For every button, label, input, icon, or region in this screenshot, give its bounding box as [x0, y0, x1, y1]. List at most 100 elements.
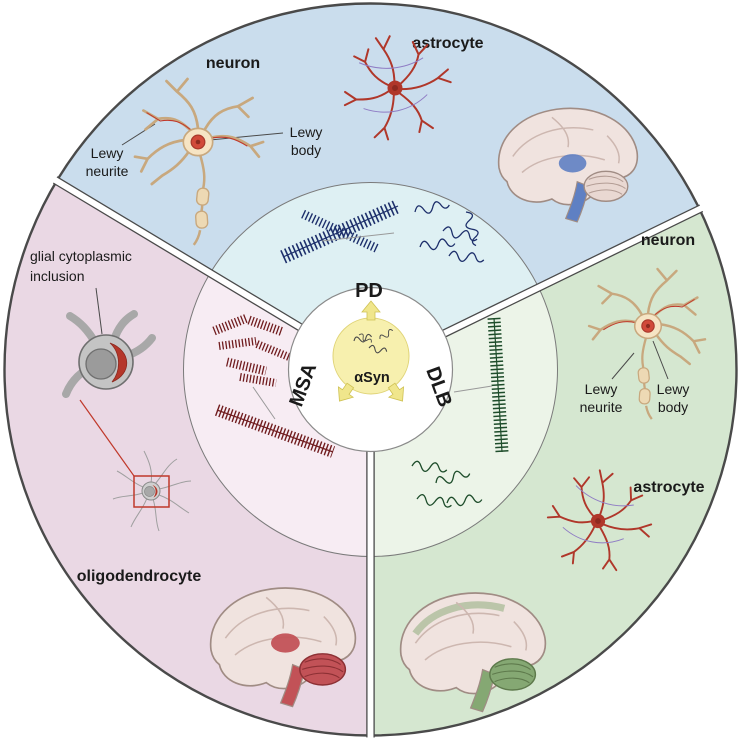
msa-oligodendrocyte-label: oligodendrocyte	[77, 568, 202, 585]
dlb-astrocyte-illustration	[546, 469, 653, 572]
gyrus-line	[424, 641, 512, 661]
fine-process	[358, 57, 424, 69]
astrocyte-branch	[353, 48, 391, 87]
asyn-monomer-squiggle	[465, 211, 479, 247]
glial-nucleus	[144, 486, 155, 497]
dlb-lewy-body-pointer-line	[652, 340, 669, 380]
brain-cortex-band-highlight	[412, 601, 506, 636]
gyrus-line	[521, 154, 606, 174]
msa-fibril-pointer-line	[252, 386, 276, 420]
arrow-to-dlb	[387, 382, 405, 402]
asyn-monomer-squiggle	[368, 344, 388, 354]
pd-astrocyte-label: astrocyte	[412, 35, 483, 52]
astrocyte-branch	[343, 89, 391, 107]
asyn-label: αSyn	[354, 370, 390, 386]
fine-process	[363, 94, 428, 113]
hub-asyn-monomers	[353, 329, 394, 354]
dlb-astrocyte-label: astrocyte	[633, 479, 704, 496]
fine-process	[575, 485, 634, 507]
glial-process	[158, 494, 190, 514]
divider-edge	[424, 202, 704, 340]
glial-process	[112, 492, 144, 500]
astrocyte-fine-processes	[562, 485, 634, 544]
astrocyte-branch	[573, 476, 596, 518]
pd-neuron-illustration	[133, 77, 265, 246]
asyn-monomer-squiggle	[411, 460, 448, 473]
msa-brain-illustration	[209, 587, 357, 708]
pd-brain-illustration	[497, 107, 639, 223]
dendrite	[202, 96, 254, 132]
gyrus-line	[512, 127, 594, 157]
divider-edge	[49, 180, 316, 342]
glial-process	[116, 470, 144, 488]
dlb-lewy-neurite-label-1: Lewy	[585, 381, 618, 397]
astrocyte-branch	[398, 92, 434, 134]
astrocyte-branch	[397, 41, 429, 87]
gyrus-line	[551, 116, 570, 148]
cerebellum-folia	[586, 175, 626, 195]
astrocyte-branch	[546, 505, 593, 524]
zoom-box	[133, 475, 170, 508]
pd-lewy-body-label-1: Lewy	[290, 124, 323, 140]
glial-inclusion-mini	[152, 485, 158, 498]
msa-gci-label-1: glial cytoplasmic	[30, 248, 132, 264]
divider-edge	[427, 209, 707, 347]
pd-lewy-neurite-label-2: neurite	[86, 163, 129, 179]
brain-cerebellum	[299, 653, 347, 686]
lewy-body-core	[195, 139, 201, 145]
asyn-monomer-squiggle	[442, 226, 478, 242]
myelin-segment	[638, 388, 651, 405]
cerebellum-shape	[583, 170, 629, 202]
dlb-lewy-body-label-1: Lewy	[657, 381, 690, 397]
msa-gci-label-2: inclusion	[30, 268, 84, 284]
lewy-neurite-line	[146, 112, 195, 133]
brain-cerebellum	[489, 658, 537, 691]
lewy-body-core	[645, 323, 651, 329]
asyn-monomer-squiggle	[448, 250, 485, 263]
dendrite	[658, 322, 707, 354]
glial-process	[154, 458, 178, 485]
neuron-dendrites	[133, 77, 265, 186]
myelin-segment	[195, 187, 210, 206]
oligodendrocyte-nucleus	[85, 348, 117, 380]
pd-astrocyte-illustration	[343, 35, 452, 141]
gyrus-line	[323, 616, 338, 646]
asyn-monomer-squiggle	[419, 238, 456, 251]
myelin-segment	[194, 210, 209, 229]
dlb-asyn-monomers	[411, 460, 483, 508]
cerebellum-shape	[489, 658, 537, 691]
dendrite	[133, 138, 187, 173]
brain-gyri	[414, 601, 528, 661]
inner-ring-pd	[210, 182, 539, 370]
brain-cerebellum	[583, 170, 629, 202]
fine-process	[562, 526, 624, 544]
msa-asyn-fibril-cluster	[212, 313, 291, 387]
asyn-monomer-squiggle	[353, 333, 372, 343]
glial-process	[143, 450, 152, 484]
dlb-asyn-fibril	[487, 317, 509, 453]
lewy-neurite-line	[651, 298, 695, 318]
dlb-lewy-body-label-2: body	[658, 399, 688, 415]
dlb-lewy-neurite-pointer-line	[611, 352, 635, 380]
divider-edge	[53, 174, 320, 336]
brain-midbrain-highlight	[558, 154, 587, 173]
divider-gap-right	[424, 203, 707, 346]
brain-putamen-highlight	[271, 633, 300, 653]
pd-asyn-monomers	[414, 201, 485, 263]
astrocyte-branch	[602, 523, 653, 538]
asyn-monomer-squiggle	[416, 494, 452, 508]
dendrite	[150, 149, 191, 186]
glial-process	[158, 480, 192, 490]
astrocyte-fine-processes	[358, 57, 428, 113]
pd-asyn-fibril	[280, 199, 401, 264]
myelin-segments	[194, 187, 210, 229]
brain-gyri	[512, 116, 620, 174]
lewy-body-pointer-line	[209, 132, 284, 141]
asyn-monomer-squiggle	[446, 494, 483, 507]
myelin-segment	[637, 367, 650, 384]
astrocyte-core	[595, 518, 601, 524]
glial-process	[130, 497, 148, 528]
divider-gap-left	[49, 174, 320, 341]
dendrite	[646, 267, 678, 315]
